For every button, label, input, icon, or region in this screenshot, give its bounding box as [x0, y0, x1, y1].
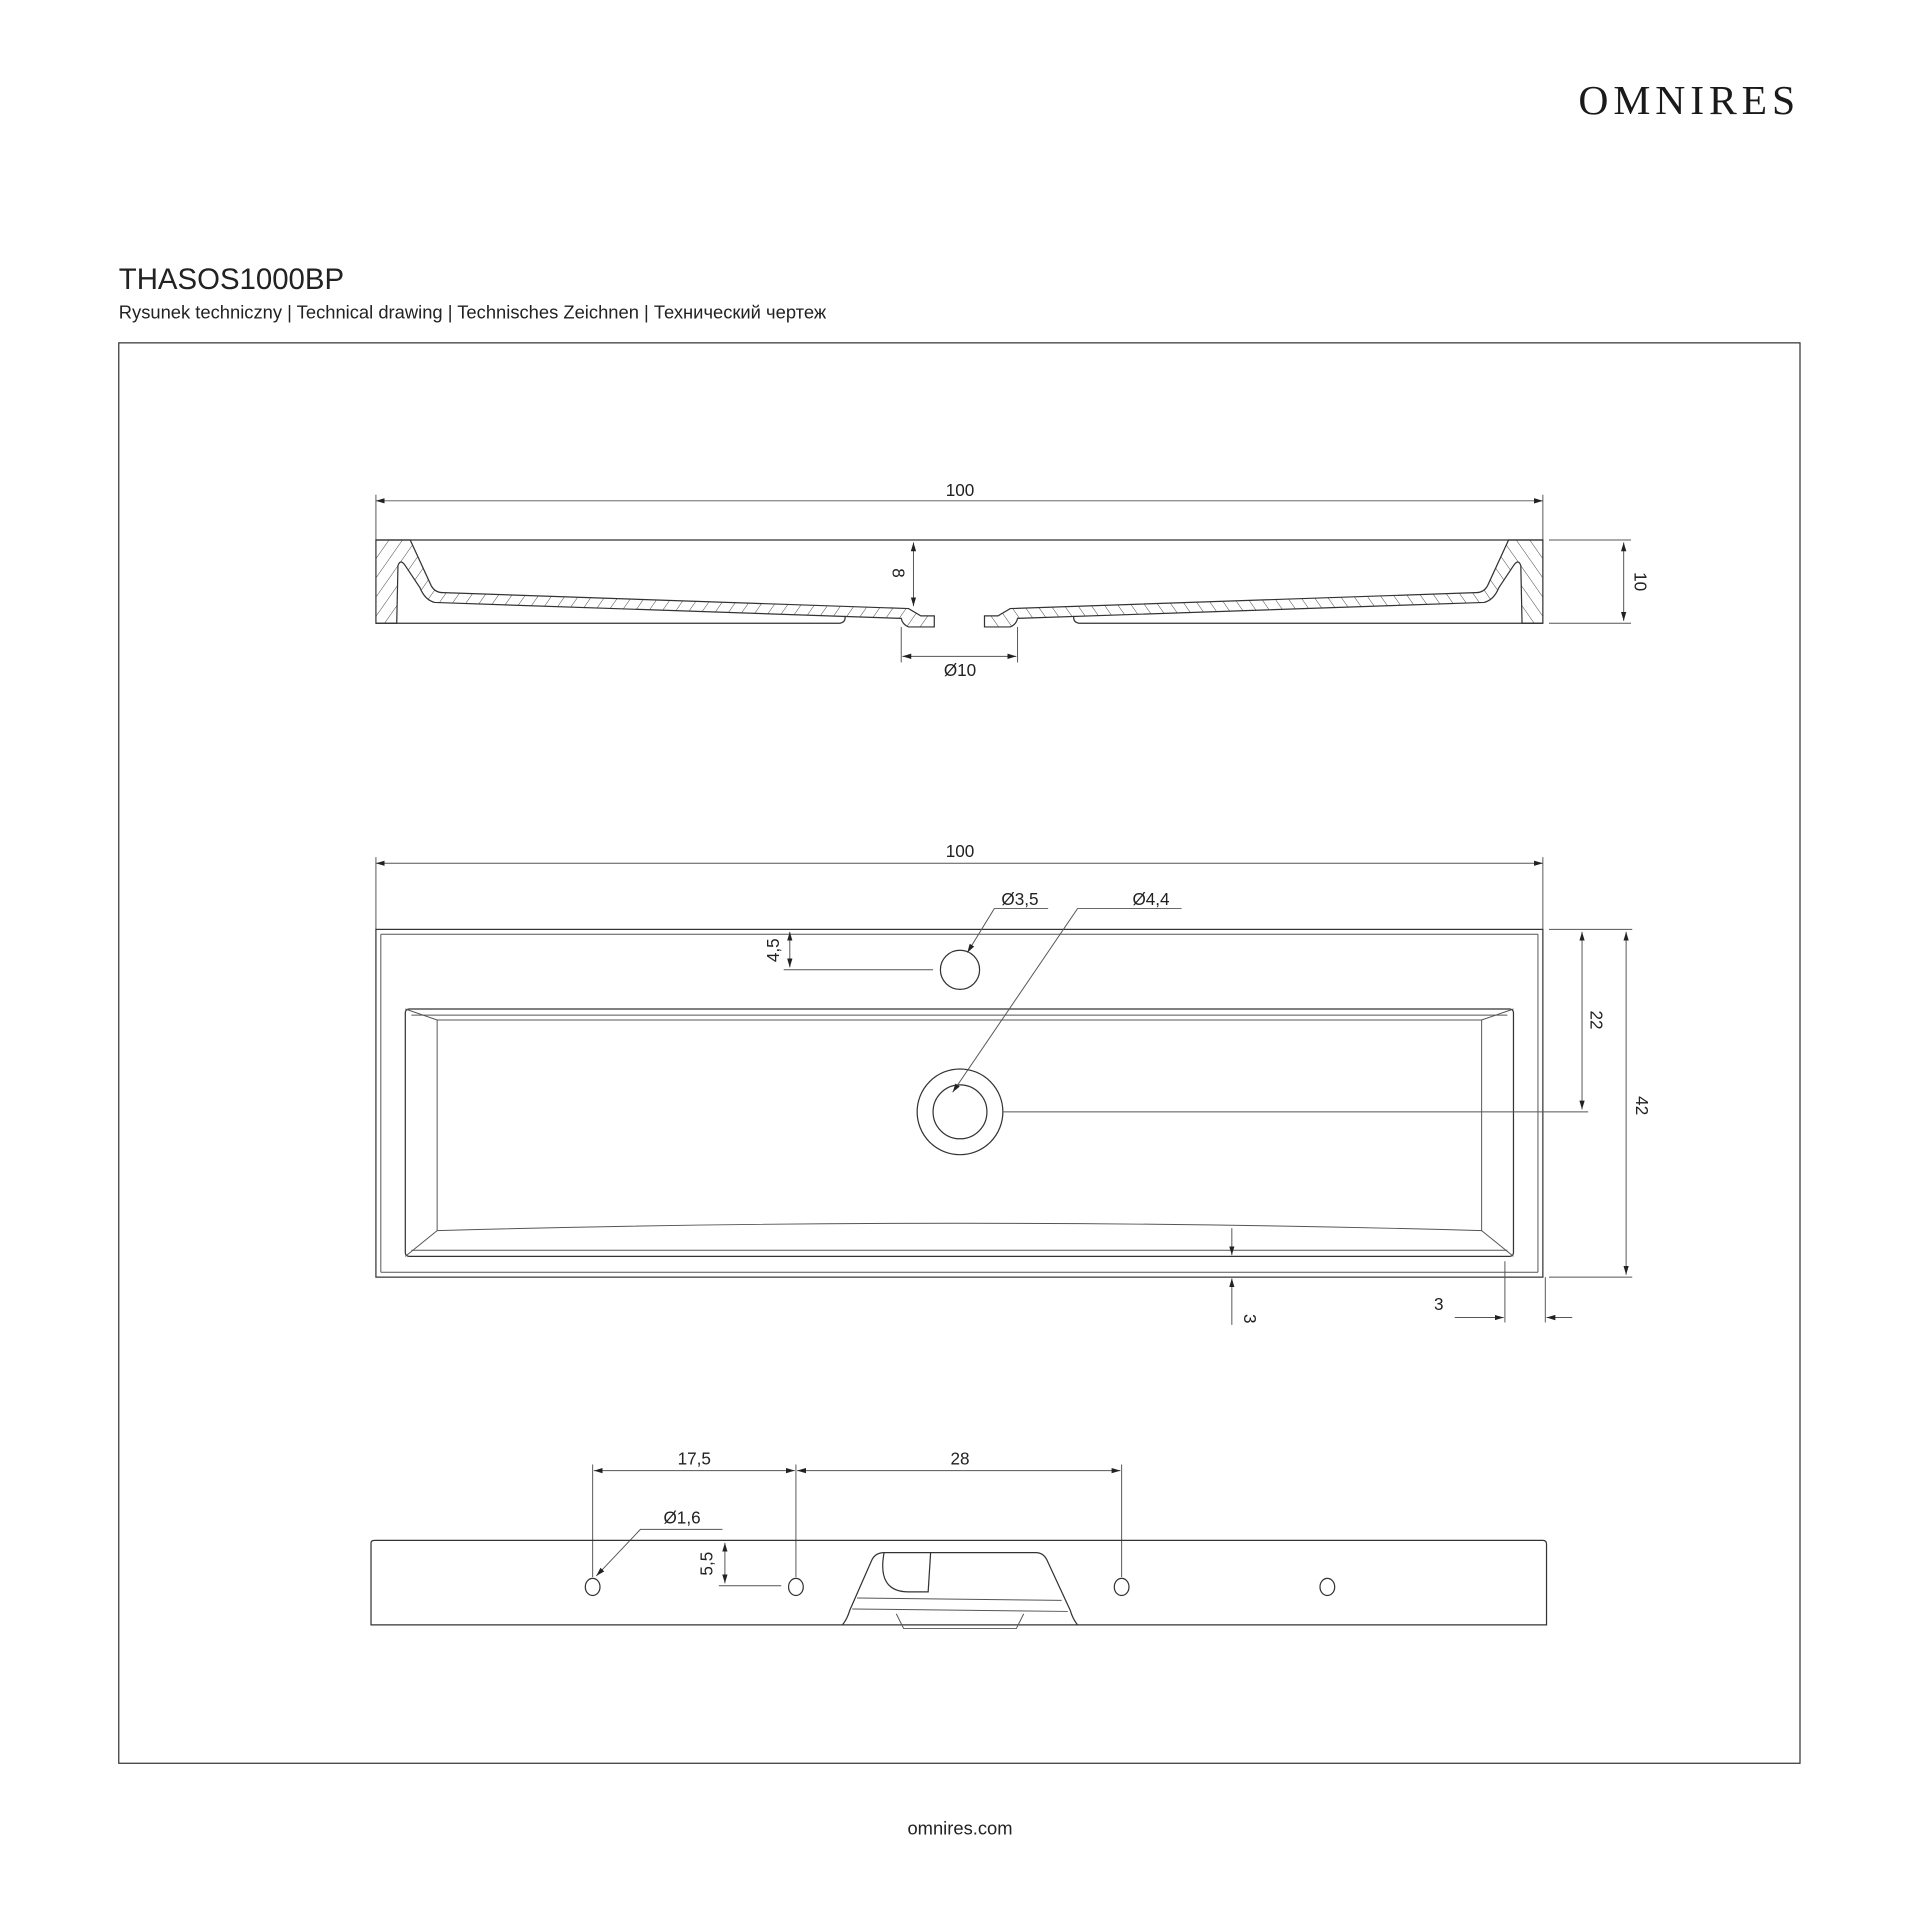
drain-inner [932, 1084, 988, 1140]
tap-hole-label: Ø3,5 [1001, 889, 1038, 909]
section-height-label: 10 [1631, 572, 1651, 591]
subtitle: Rysunek techniczny | Technical drawing |… [119, 301, 827, 322]
drawing-frame [118, 342, 1801, 1764]
tap-hole [939, 949, 981, 990]
rear-view: 17,5 28 Ø1,6 5,5 [370, 1448, 1548, 1630]
mount-hole-label: Ø1,6 [663, 1507, 700, 1527]
section-profile-right [983, 539, 1544, 628]
brand-logo: OMNIRES [1578, 78, 1800, 124]
tap-offset-label: 4,5 [763, 938, 783, 962]
product-code: THASOS1000BP [119, 263, 344, 296]
top-width-label: 100 [946, 841, 975, 861]
rim-bottom-label: 3 [1240, 1314, 1260, 1324]
top-view: 100 Ø3,5 Ø4,4 4,5 22 42 3 3 [375, 841, 1652, 1325]
section-width-label: 100 [946, 480, 975, 500]
section-view: 100 8 10 Ø10 [375, 480, 1651, 680]
hole-height-label: 5,5 [697, 1552, 717, 1576]
section-profile-left [375, 539, 935, 628]
dist-a-label: 17,5 [678, 1448, 711, 1468]
depth-label: 42 [1632, 1096, 1652, 1115]
rim-side-label: 3 [1434, 1294, 1444, 1314]
website-link[interactable]: omnires.com [907, 1817, 1012, 1838]
drain-label: Ø4,4 [1132, 889, 1170, 909]
drain-offset-label: 22 [1587, 1010, 1607, 1029]
section-depth-label: 8 [889, 568, 909, 578]
drain-diameter-label: Ø10 [944, 660, 976, 680]
dist-b-label: 28 [950, 1448, 969, 1468]
